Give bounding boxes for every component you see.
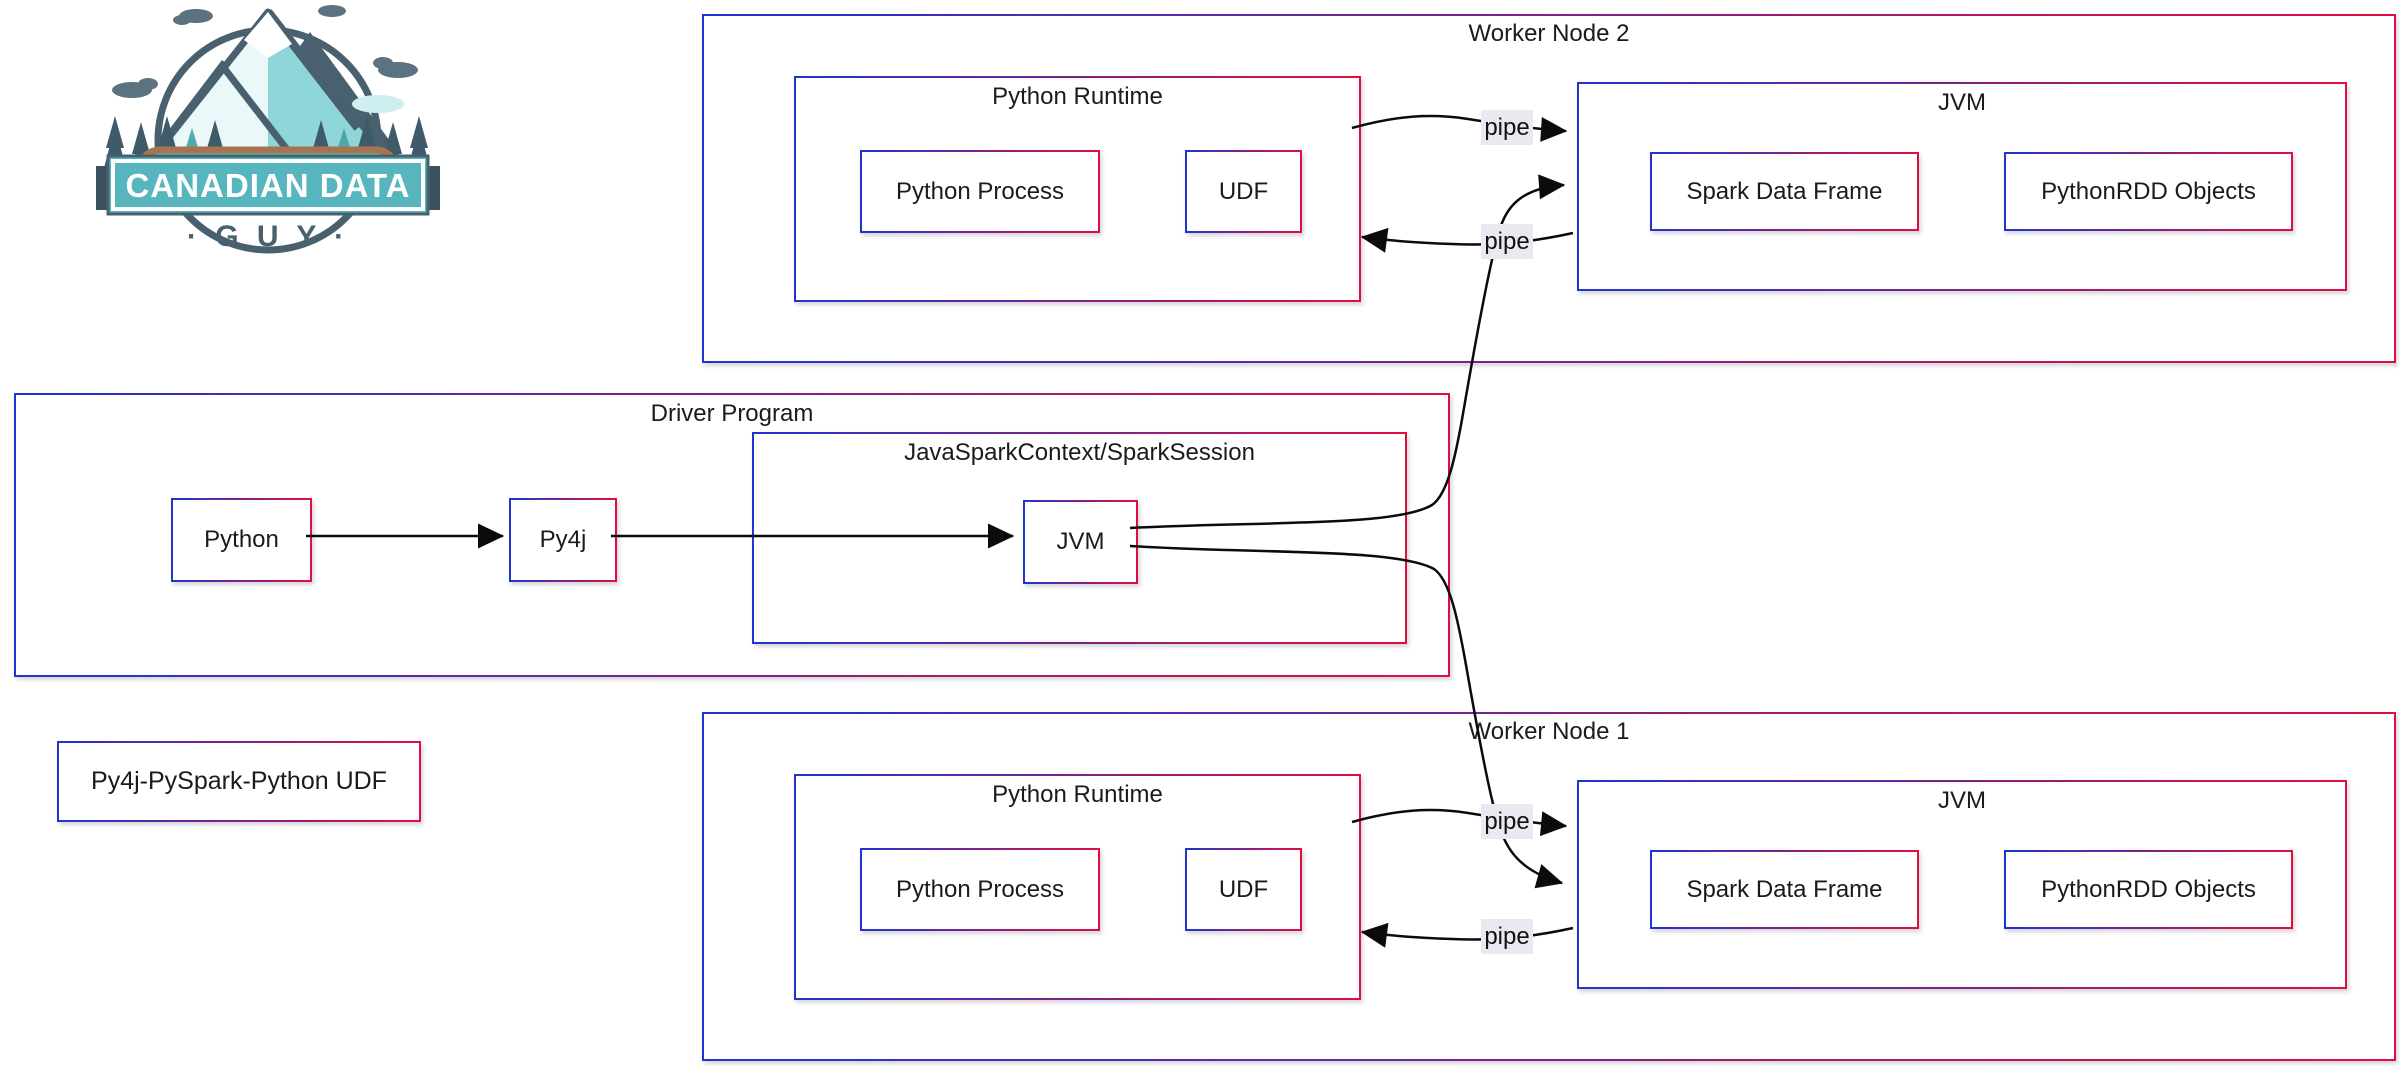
- worker1-spark-data-frame-box: Spark Data Frame: [1650, 850, 1919, 929]
- driver-spark-context-title: JavaSparkContext/SparkSession: [904, 439, 1255, 466]
- worker2-python-runtime-title: Python Runtime: [992, 83, 1163, 110]
- worker-node-1-box: Worker Node 1 Python Runtime Python Proc…: [702, 712, 2396, 1061]
- driver-py4j-box: Py4j: [509, 498, 617, 582]
- worker2-spark-data-frame-box: Spark Data Frame: [1650, 152, 1919, 231]
- worker2-pipe-out-label: pipe: [1481, 110, 1533, 145]
- driver-program-box: Driver Program Python Py4j JavaSparkCont…: [14, 393, 1450, 677]
- worker2-jvm-title: JVM: [1938, 89, 1986, 116]
- driver-jvm-box: JVM: [1023, 500, 1138, 584]
- worker1-python-runtime-box: Python Runtime Python Process UDF: [794, 774, 1361, 1000]
- worker1-jvm-box: JVM Spark Data Frame PythonRDD Objects: [1577, 780, 2347, 989]
- worker2-udf-box: UDF: [1185, 150, 1302, 233]
- worker-node-2-title: Worker Node 2: [1468, 20, 1630, 47]
- driver-program-title: Driver Program: [650, 400, 814, 427]
- logo-banner-text: CANADIAN DATA: [126, 167, 411, 204]
- worker2-python-runtime-box: Python Runtime Python Process UDF: [794, 76, 1361, 302]
- logo-banner: CANADIAN DATA: [96, 154, 440, 216]
- worker1-python-runtime-title: Python Runtime: [992, 781, 1163, 808]
- worker1-pythonrdd-objects-box: PythonRDD Objects: [2004, 850, 2293, 929]
- worker1-pipe-out-label: pipe: [1481, 804, 1533, 839]
- canadian-data-guy-logo: CANADIAN DATA · G U Y ·: [96, 5, 440, 254]
- worker1-jvm-title: JVM: [1938, 787, 1986, 814]
- worker-node-2-box: Worker Node 2 Python Runtime Python Proc…: [702, 14, 2396, 363]
- logo-clouds: [112, 5, 418, 98]
- worker2-python-process-box: Python Process: [860, 150, 1100, 233]
- driver-python-box: Python: [171, 498, 312, 582]
- driver-spark-context-box: JavaSparkContext/SparkSession JVM: [752, 432, 1407, 644]
- worker2-jvm-box: JVM Spark Data Frame PythonRDD Objects: [1577, 82, 2347, 291]
- worker1-pipe-return-label: pipe: [1481, 919, 1533, 954]
- worker1-udf-box: UDF: [1185, 848, 1302, 931]
- logo-sub-text: · G U Y ·: [187, 220, 349, 253]
- legend-box: Py4j-PySpark-Python UDF: [57, 741, 421, 822]
- worker1-python-process-box: Python Process: [860, 848, 1100, 931]
- worker2-pythonrdd-objects-box: PythonRDD Objects: [2004, 152, 2293, 231]
- worker2-pipe-return-label: pipe: [1481, 224, 1533, 259]
- worker-node-1-title: Worker Node 1: [1468, 718, 1630, 745]
